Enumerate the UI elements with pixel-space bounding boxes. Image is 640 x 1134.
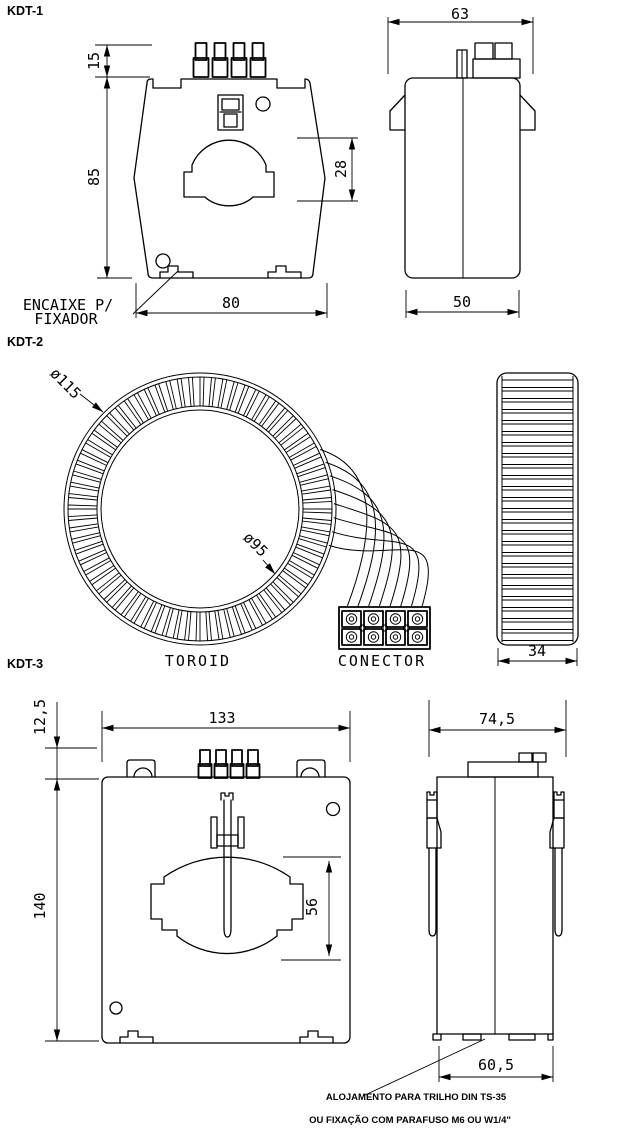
section-label-kdt1: KDT-1 [7, 4, 43, 18]
kdt2-connector [338, 606, 431, 650]
dim-kdt3-side-top-width: 74,5 [479, 710, 515, 728]
kdt3-side-view [426, 752, 565, 1041]
kdt3-ear-right [296, 759, 326, 778]
kdt3-clip-right [549, 791, 565, 937]
kdt2-side-view [496, 372, 579, 646]
dim-kdt2-inner-diameter: ø95 [240, 529, 272, 561]
kdt3-clip-slot-right [299, 1030, 334, 1044]
kdt3-din-foot [432, 1033, 554, 1041]
kdt3-hole-bottom [109, 1001, 123, 1015]
kdt1-wing-right [519, 94, 536, 131]
kdt2-wires [319, 449, 429, 608]
toroid-tape-spokes [68, 377, 332, 641]
kdt1-front-view [133, 42, 326, 279]
connector-caption: CONECTOR [338, 652, 426, 670]
dim-kdt1-body-height: 85 [85, 168, 103, 186]
connector-screws [345, 613, 424, 643]
kdt1-wing-left [389, 94, 406, 131]
toroid-side-stripes [502, 379, 573, 641]
kdt1-tap-detail [217, 94, 244, 131]
kdt1-terminals [192, 42, 267, 78]
kdt3-dimensions [45, 700, 567, 1097]
dim-kdt3-window-height: 56 [303, 898, 321, 916]
dim-kdt1-body-width: 80 [222, 294, 240, 312]
dim-kdt3-rail-width: 60,5 [478, 1056, 514, 1074]
kdt3-front-view [101, 749, 351, 1044]
kdt3-ear-left-arch [133, 767, 153, 778]
kdt1-dimensions [95, 17, 534, 318]
kdt1-clip-slot-left [159, 265, 194, 279]
kdt3-ear-left [126, 759, 156, 778]
dim-kdt3-body-height: 140 [31, 892, 49, 919]
dim-kdt1-side-top-width: 63 [451, 5, 469, 23]
note-encaixe-line2: FIXADOR [34, 310, 98, 328]
kdt3-clip-slot-left [119, 1030, 154, 1044]
kdt1-window [183, 139, 275, 207]
kdt1-hole-bottom [155, 253, 171, 269]
kdt3-clip-left [426, 791, 442, 937]
kdt1-clip-slot-right [267, 265, 302, 279]
kdt1-hole-top [255, 96, 271, 112]
kdt2-toroid-view [63, 372, 337, 646]
dim-kdt1-side-bottom-width: 50 [453, 293, 471, 311]
dim-kdt3-body-width: 133 [208, 709, 235, 727]
note-din-rail-line1: ALOJAMENTO PARA TRILHO DIN TS-35 [326, 1092, 507, 1103]
note-din-rail-line2: OU FIXAÇÃO COM PARAFUSO M6 OU W1/4" [309, 1115, 511, 1126]
kdt3-center-screw [210, 792, 245, 938]
section-label-kdt3: KDT-3 [7, 657, 43, 671]
kdt2-dimensions [79, 393, 578, 666]
kdt1-side-view [389, 42, 536, 279]
dim-kdt1-window-height: 28 [332, 160, 350, 178]
dim-kdt2-outer-diameter: ø115 [46, 364, 84, 402]
kdt3-window [150, 856, 304, 955]
kdt3-terminals [197, 749, 261, 779]
dim-kdt1-terminal-height: 15 [85, 52, 103, 70]
kdt3-hole-top [325, 801, 341, 817]
dim-kdt2-side-width: 34 [528, 642, 546, 660]
note-encaixe-line1: ENCAIXE P/ [23, 296, 113, 314]
dim-kdt3-terminal-height: 12,5 [31, 699, 49, 735]
section-label-kdt2: KDT-2 [7, 335, 43, 349]
toroid-caption: TOROID [165, 652, 231, 670]
kdt3-ear-right-arch [300, 767, 320, 778]
